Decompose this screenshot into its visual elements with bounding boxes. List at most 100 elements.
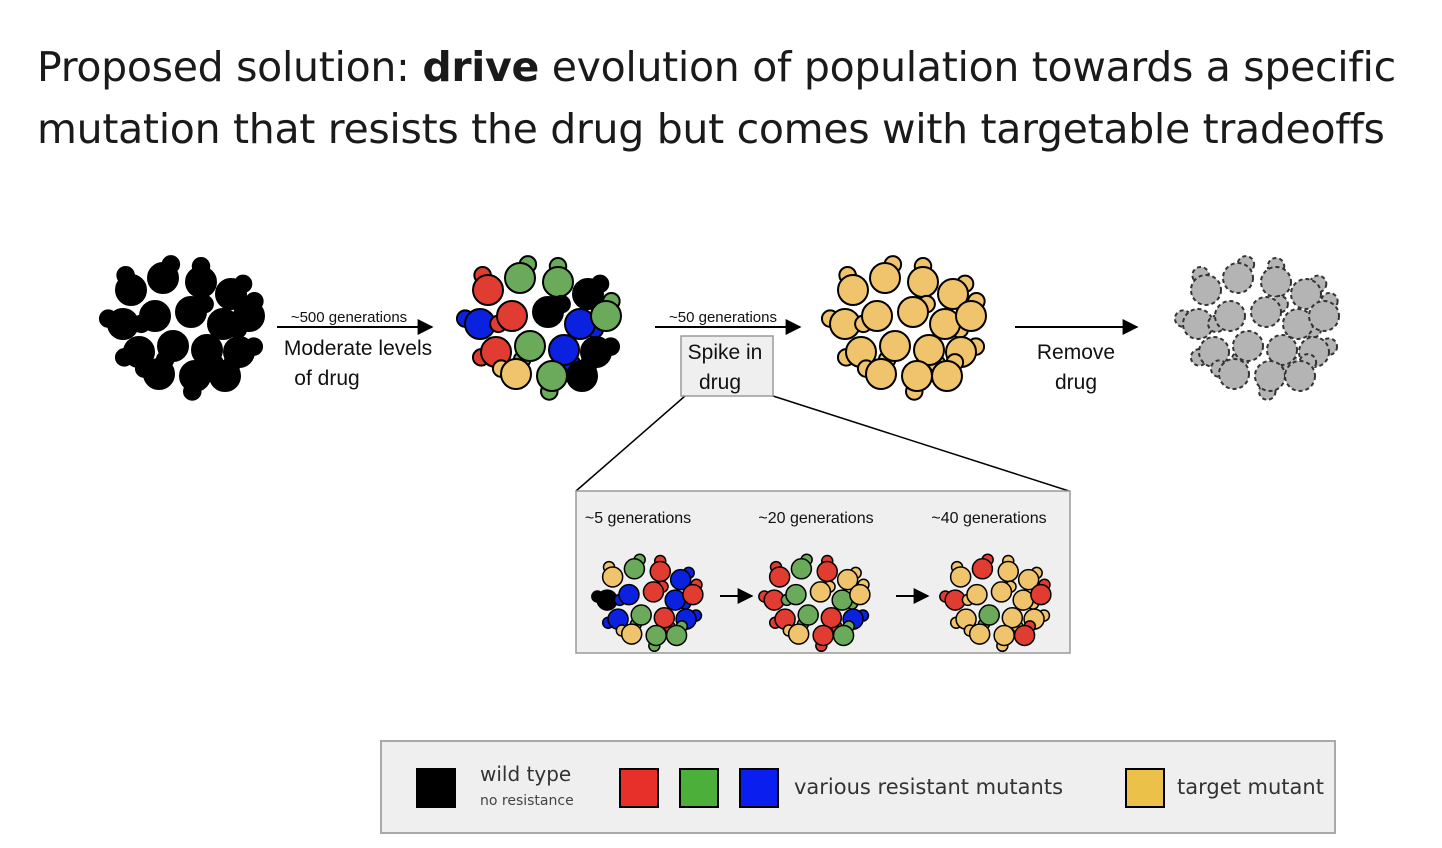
cell	[816, 554, 838, 583]
step1-generations: ~500 generations	[291, 309, 407, 326]
cell	[590, 291, 622, 332]
legend-label-resistant: various resistant mutants	[794, 775, 1064, 799]
cell	[185, 257, 217, 298]
cell	[1284, 353, 1318, 392]
step2-label-line2: drug	[699, 371, 741, 394]
cell	[491, 358, 532, 390]
cell	[472, 265, 504, 306]
cell	[548, 334, 582, 373]
cell	[1013, 620, 1037, 647]
cell	[897, 294, 936, 328]
title-bold-word: drive	[422, 43, 539, 91]
cell	[1308, 291, 1340, 332]
cell	[504, 255, 538, 294]
inset-population-40-generations	[939, 553, 1052, 653]
cell	[782, 623, 810, 645]
cell	[471, 336, 512, 368]
cell	[601, 560, 624, 588]
cell	[901, 360, 933, 401]
legend-swatch-red-mutant	[619, 768, 659, 808]
cell	[613, 583, 640, 607]
cell	[907, 257, 939, 298]
cell	[209, 353, 243, 392]
cell	[233, 291, 265, 332]
step2-generations: ~50 generations	[669, 309, 777, 326]
cell	[179, 360, 211, 401]
legend-label-no-resistance: no resistance	[480, 793, 574, 809]
inset-population-5-generations	[591, 553, 704, 653]
cell	[1190, 265, 1222, 306]
cell	[849, 578, 871, 606]
cell	[572, 274, 610, 310]
spike-box	[680, 335, 774, 397]
cell	[768, 608, 796, 630]
cell	[1254, 360, 1286, 401]
cell	[532, 294, 571, 328]
cell	[1250, 294, 1289, 328]
cell	[949, 560, 972, 588]
step2-label-line1: Spike in	[688, 341, 763, 364]
cell	[1282, 308, 1323, 340]
cell	[1290, 274, 1328, 310]
cell	[1260, 257, 1292, 298]
cell	[147, 255, 181, 294]
cell	[669, 566, 695, 591]
legend-panel: wild type no resistance various resistan…	[380, 740, 1336, 834]
cell	[489, 300, 528, 334]
cell	[1017, 566, 1043, 591]
cell	[997, 554, 1019, 583]
cell	[990, 580, 1017, 603]
cell	[961, 583, 988, 607]
cell	[955, 291, 987, 332]
cell	[1207, 300, 1246, 334]
cell	[931, 353, 965, 392]
legend-swatch-green-mutant	[679, 768, 719, 808]
step1-label-line1: Moderate levels	[284, 337, 432, 360]
legend-swatch-target-mutant	[1125, 768, 1165, 808]
cell	[215, 274, 253, 310]
cell	[665, 620, 689, 647]
cell	[566, 353, 600, 392]
cell	[682, 578, 704, 606]
inset-label-40-generations: ~40 generations	[931, 510, 1046, 527]
step3-label-line2: drug	[1055, 371, 1097, 394]
population-eliminated	[1173, 255, 1340, 401]
cell	[780, 583, 807, 607]
inset-label-20-generations: ~20 generations	[758, 510, 873, 527]
inset-label-5-generations: ~5 generations	[585, 510, 691, 527]
cell	[132, 300, 171, 334]
slide-title: Proposed solution: drive evolution of po…	[37, 36, 1437, 160]
cell	[1209, 358, 1250, 390]
title-part2: evolution of population towards a specif…	[538, 43, 1396, 91]
cell	[134, 358, 175, 390]
cell	[836, 566, 862, 591]
inset-population-20-generations	[758, 553, 871, 653]
cell	[542, 257, 574, 298]
cell	[949, 608, 977, 630]
zoom-line-left	[575, 395, 686, 492]
cell	[820, 607, 843, 634]
cell	[1030, 578, 1052, 606]
cell	[790, 553, 813, 580]
step3-label-line1: Remove	[1037, 341, 1115, 364]
cell	[837, 265, 869, 306]
legend-swatch-wild-type	[416, 768, 456, 808]
cell	[869, 255, 903, 294]
cell	[536, 360, 568, 401]
population-wild-type	[98, 255, 265, 401]
cell	[1222, 255, 1256, 294]
cell	[820, 308, 861, 340]
cell	[854, 300, 893, 334]
cell	[591, 589, 618, 611]
cell	[455, 308, 496, 340]
cell	[963, 623, 991, 645]
cell	[768, 560, 791, 588]
zoom-line-right	[772, 395, 1070, 492]
cell	[809, 580, 836, 603]
step1-label-line2: of drug	[294, 367, 359, 390]
cell	[836, 336, 877, 368]
cell	[623, 553, 646, 580]
legend-label-target: target mutant	[1177, 775, 1324, 799]
cell	[175, 294, 214, 328]
population-mixed-mutants	[455, 255, 622, 401]
